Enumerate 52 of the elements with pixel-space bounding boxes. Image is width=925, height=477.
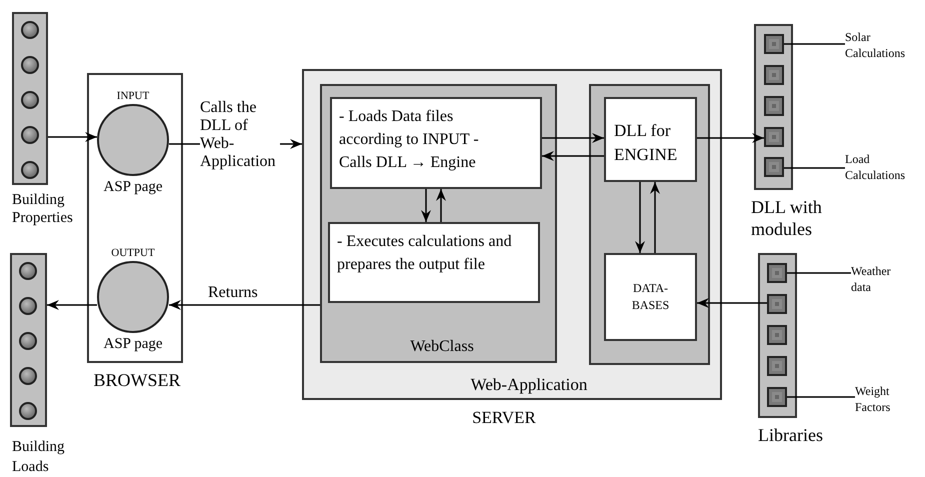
- leader-line: [787, 272, 851, 274]
- process-box: [604, 97, 697, 182]
- arrow: [48, 132, 97, 142]
- arrow: [697, 298, 767, 308]
- arrow: [697, 133, 764, 143]
- module-square: [764, 65, 784, 85]
- module-square: [764, 96, 784, 116]
- box-label: Web-Application: [470, 374, 588, 396]
- box-label: BROWSER: [92, 369, 182, 391]
- strip-label: Libraries: [758, 424, 824, 446]
- process-text: - Executes calculations and prepares the output file: [337, 232, 513, 275]
- database-box: [604, 253, 697, 341]
- module-square: [764, 157, 784, 177]
- arrow: [635, 182, 645, 253]
- engine-panel: [589, 84, 710, 365]
- leader-label: Load Calculations: [845, 151, 906, 183]
- leader-line: [787, 396, 855, 398]
- process-text: DLL for ENGINE: [614, 120, 678, 166]
- leader-label: Solar Calculations: [845, 29, 906, 61]
- process-box: [328, 222, 540, 303]
- module-square: [767, 263, 787, 283]
- arrow: [542, 133, 604, 143]
- circle-heading: OUTPUT: [111, 246, 155, 261]
- arrow: [169, 300, 320, 310]
- strip-label: Building Loads: [12, 438, 66, 477]
- leader-line: [784, 43, 845, 45]
- arrow: [421, 189, 431, 222]
- edge-label: Calls the DLL of Web-Application: [200, 99, 280, 171]
- arrow: [542, 151, 604, 161]
- panel-label: WebClass: [409, 337, 475, 357]
- module-square: [767, 294, 787, 314]
- module-square: [764, 127, 784, 147]
- module-square: [764, 34, 784, 54]
- strip-label: DLL with modules: [751, 196, 823, 240]
- arrow: [47, 300, 97, 310]
- arrow: [436, 189, 446, 222]
- database-label: DATA-BASES: [630, 280, 670, 314]
- process-text: - Loads Data files according to INPUT - Calls DLL → Engine: [339, 107, 480, 173]
- module-square: [767, 325, 787, 345]
- circle-heading: INPUT: [116, 89, 150, 104]
- circle-label: ASP page: [103, 178, 163, 196]
- circle-label: ASP page: [103, 335, 163, 353]
- module-square: [767, 387, 787, 407]
- process-box: [330, 97, 542, 189]
- strip-label: Building Properties: [12, 191, 74, 227]
- module-square: [767, 356, 787, 376]
- leader-label: Weight Factors: [855, 383, 892, 415]
- webclass-panel: [320, 84, 557, 363]
- box-label: SERVER: [471, 407, 537, 429]
- arrow: [650, 182, 660, 253]
- leader-line: [784, 167, 845, 169]
- leader-label: Weather data: [851, 263, 892, 295]
